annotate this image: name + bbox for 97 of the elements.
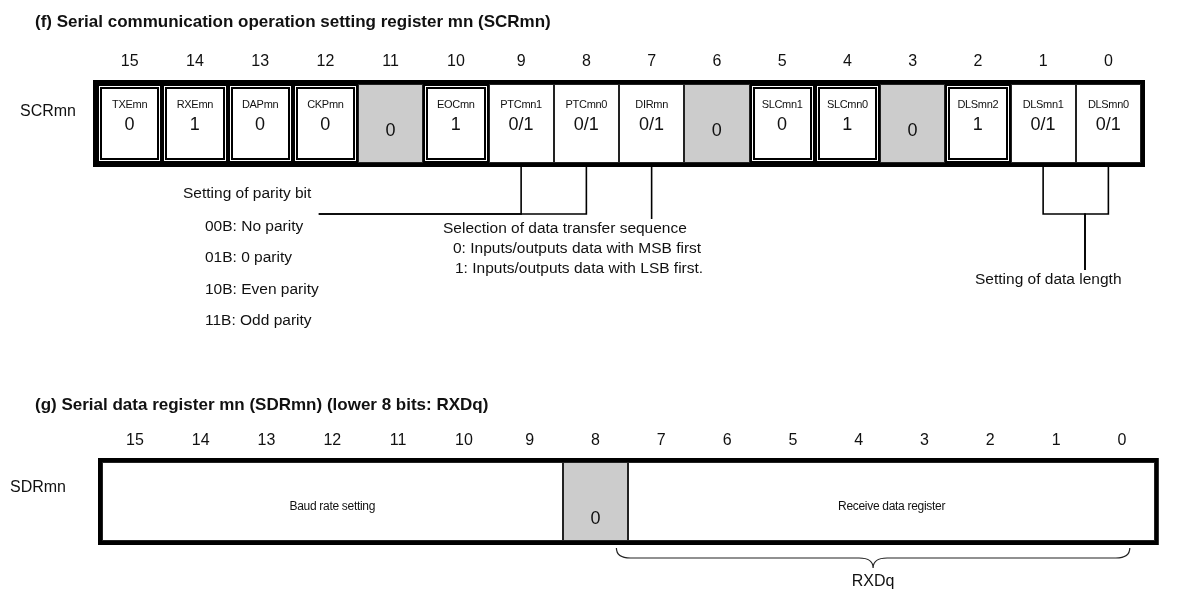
bit-name: PTCmn0 (565, 98, 608, 110)
bit-number: 2 (973, 52, 983, 70)
annotation-item: 01B: 0 parity (205, 248, 293, 266)
bit-number: 11 (389, 431, 407, 449)
bit-value: 0 (255, 114, 266, 135)
bit-number: 8 (581, 52, 591, 70)
bit-cell (814, 84, 880, 163)
bit-number: 1 (1038, 52, 1048, 70)
bit-number: 7 (647, 52, 657, 70)
bit-value: 0 (320, 114, 331, 135)
bit-number: 11 (382, 52, 399, 70)
bit-number: 6 (722, 431, 732, 449)
bit-number: 1 (1051, 431, 1061, 449)
bit-value: 0/1 (1030, 114, 1056, 135)
bit-value: 1 (972, 114, 983, 135)
bit-number: 0 (1103, 52, 1113, 70)
bit-number: 4 (842, 52, 852, 70)
bit-name: SLCmn1 (761, 98, 803, 110)
section-title: (f) Serial communication operation setting register mn (SCRmn) (35, 12, 551, 32)
bit-cell (488, 84, 554, 163)
bit-cell (227, 84, 293, 163)
bit-cell (945, 84, 1011, 163)
register-name: SDRmn (10, 478, 66, 496)
bit-number: 0 (1117, 431, 1127, 449)
annotation-heading: Selection of data transfer sequence (443, 219, 687, 237)
bit-name: CKPmn (307, 98, 344, 110)
bit-number: 12 (323, 431, 342, 449)
bit-value: 0 (385, 120, 396, 141)
bit-number: 8 (591, 431, 600, 449)
bit-number: 5 (788, 431, 798, 449)
bit-value: 0/1 (573, 114, 599, 135)
bit-name: DLSmn1 (1022, 98, 1064, 110)
bit-name: EOCmn (437, 98, 475, 110)
section-title: (g) Serial data register mn (SDRmn) (lower 8 bits: RXDq) (35, 395, 489, 415)
bit-value: 0/1 (1095, 114, 1121, 135)
bit-number: 13 (251, 52, 269, 70)
reserved-bit-cell (880, 84, 946, 163)
bit-number: 6 (712, 52, 722, 70)
bit-number: 14 (186, 52, 204, 70)
bit-cell (162, 84, 228, 163)
bit-number: 2 (985, 431, 995, 449)
bit-name: DIRmn (635, 98, 668, 110)
reserved-bit-cell (684, 84, 750, 163)
annotation-item: 10B: Even parity (205, 280, 319, 298)
bit-cell (1010, 84, 1076, 163)
bit-value: 0/1 (639, 114, 665, 135)
bit-number: 9 (516, 52, 526, 70)
reserved-bit-cell (358, 84, 424, 163)
bit-name: TXEmn (112, 98, 148, 110)
bit-number: 14 (191, 431, 210, 449)
bit-number: 15 (126, 431, 144, 449)
bit-number: 10 (447, 52, 465, 70)
bit-value: 1 (189, 114, 200, 135)
bit-cell (619, 84, 685, 163)
bit-number: 5 (777, 52, 787, 70)
annotation-item: 0: Inputs/outputs data with MSB first (453, 239, 702, 257)
bit-number: 7 (656, 431, 666, 449)
bit-cell (97, 84, 163, 163)
annotation-heading: Setting of data length (975, 270, 1122, 288)
bit-value: 1 (842, 114, 853, 135)
bit-field-cell (628, 462, 1155, 541)
annotation-item: 1: Inputs/outputs data with LSB first. (455, 259, 704, 277)
bit-name: Baud rate setting (289, 499, 376, 513)
annotation-heading: Setting of parity bit (183, 184, 312, 202)
bit-name: DLSmn2 (957, 98, 999, 110)
register-name: SCRmn (20, 102, 76, 120)
bit-number: 10 (455, 431, 473, 449)
bit-number: 9 (525, 431, 535, 449)
bit-cell (292, 84, 358, 163)
bit-field-cell (102, 462, 563, 541)
bit-cell (749, 84, 815, 163)
bit-number: 13 (257, 431, 276, 449)
bit-value: 0 (590, 508, 601, 529)
bit-number: 15 (120, 52, 139, 70)
bit-cell (423, 84, 489, 163)
bit-value: 0 (711, 120, 722, 141)
field-name: RXDq (851, 572, 895, 590)
bit-value: 0 (124, 114, 135, 135)
bit-cell (553, 84, 619, 163)
bit-number: 3 (908, 52, 918, 70)
bit-value: 1 (450, 114, 461, 135)
annotation-item: 11B: Odd parity (205, 311, 312, 329)
bit-name: DAPmn (241, 98, 279, 110)
reserved-bit-cell (562, 462, 629, 541)
bit-name: Receive data register (838, 499, 946, 513)
annotation-item: 00B: No parity (205, 217, 304, 235)
bit-value: 0 (907, 120, 918, 141)
bit-value: 0 (777, 114, 788, 135)
bit-name: RXEmn (176, 98, 214, 110)
bit-cell (1075, 84, 1141, 163)
bit-number: 12 (316, 52, 335, 70)
bit-value: 0/1 (508, 114, 534, 135)
bit-number: 3 (920, 431, 929, 449)
bit-name: PTCmn1 (500, 98, 542, 110)
bit-name: DLSmn0 (1087, 98, 1129, 110)
bit-name: SLCmn0 (826, 98, 868, 110)
bit-number: 4 (854, 431, 864, 449)
